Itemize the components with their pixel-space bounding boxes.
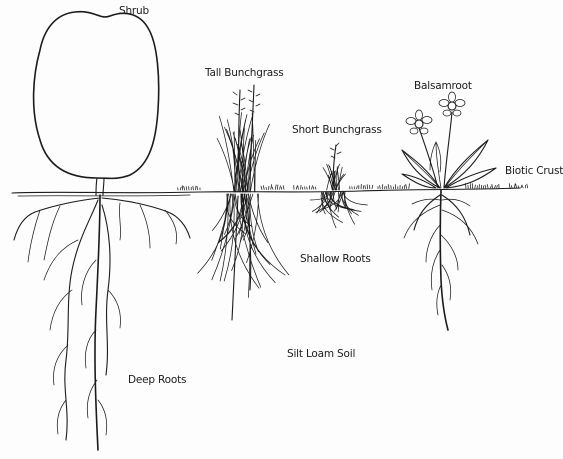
shrub-roots (14, 195, 190, 450)
label-biotic-crust: Biotic Crust (505, 165, 563, 177)
label-silt-loam-soil: Silt Loam Soil (287, 348, 355, 360)
label-shallow-roots: Shallow Roots (300, 253, 371, 265)
label-shrub: Shrub (119, 5, 149, 17)
balsamroot-plant (402, 92, 496, 188)
shrub-plant (34, 12, 159, 195)
label-tall-bunchgrass: Tall Bunchgrass (204, 67, 284, 79)
shrub-canopy (34, 12, 159, 179)
label-balsamroot: Balsamroot (414, 80, 472, 92)
label-deep-roots: Deep Roots (128, 374, 186, 386)
short-bunchgrass-plant (323, 143, 346, 190)
balsamroot-roots (404, 190, 478, 330)
tall-bunchgrass-roots (198, 194, 289, 320)
short-bunchgrass-roots (310, 192, 367, 228)
label-short-bunchgrass: Short Bunchgrass (292, 124, 382, 136)
tall-bunchgrass-plant (217, 85, 269, 192)
balsamroot-flower-left (406, 110, 432, 134)
